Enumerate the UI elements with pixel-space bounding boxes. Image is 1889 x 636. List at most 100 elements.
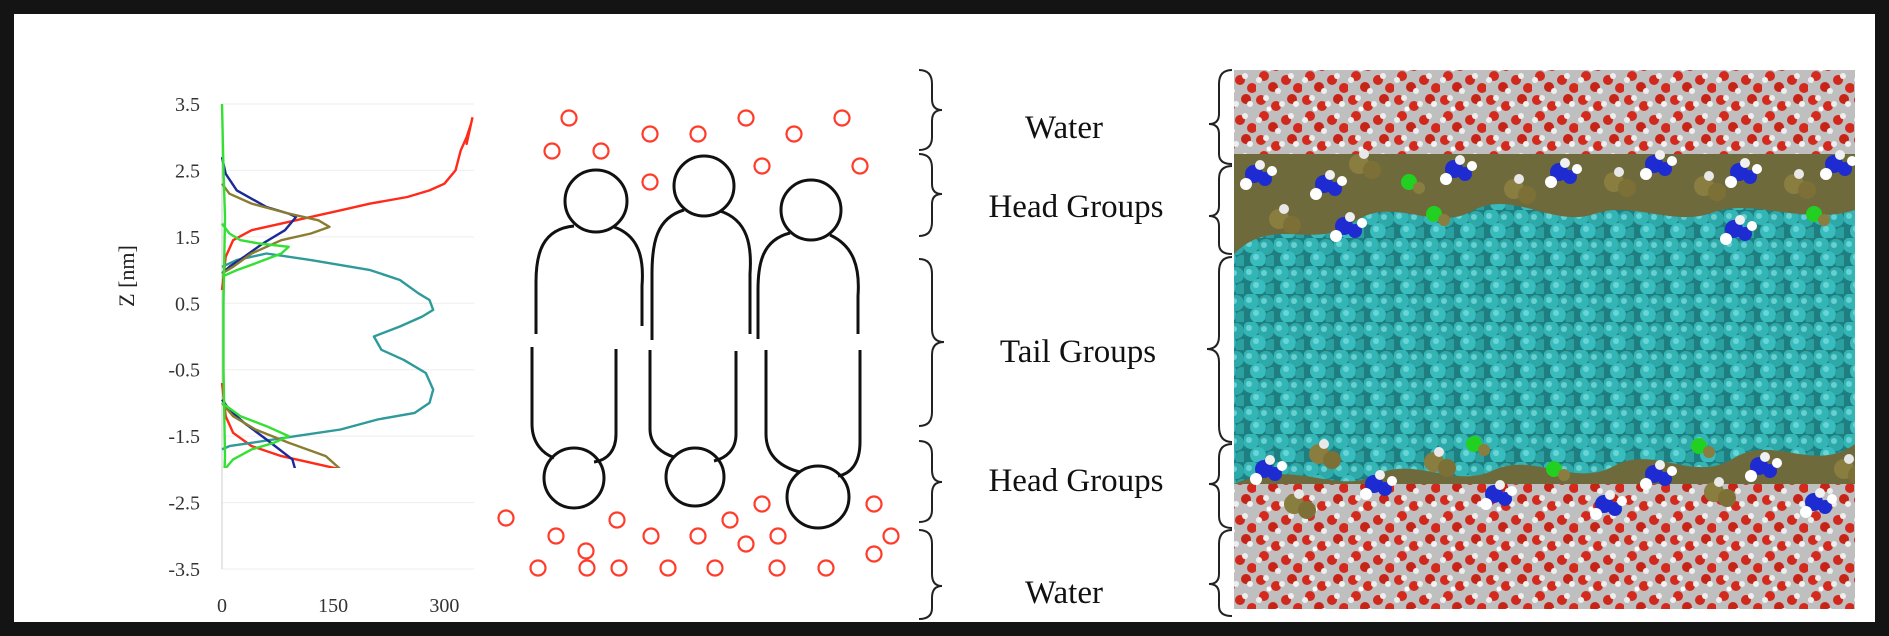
y-tick-label: 1.5 (175, 227, 200, 249)
md-atom-cluster (1360, 470, 1397, 500)
brace-tail (918, 258, 945, 427)
md-atom-cluster (1440, 155, 1477, 185)
label-water-top: Water (1025, 110, 1103, 146)
y-tick-label: -3.5 (168, 559, 200, 581)
water-circle (642, 527, 660, 545)
md-atom-cluster (1784, 169, 1816, 199)
md-atom-cluster (1424, 447, 1456, 477)
md-atom-cluster (1284, 489, 1316, 519)
md-atom-cluster (1349, 149, 1381, 179)
lipid-outlines (530, 154, 862, 530)
density-series-line (221, 182, 341, 468)
brace-md-head-bottom (1208, 443, 1233, 529)
brace-water-bottom (918, 529, 943, 620)
lipid-bottom-2 (648, 350, 738, 508)
region-braces (918, 69, 1233, 620)
lipid-bottom-3 (764, 350, 862, 530)
water-circle (543, 142, 561, 160)
water-circle (689, 527, 707, 545)
md-atom-cluster (1820, 150, 1855, 180)
water-circle (547, 527, 565, 545)
lipid-bottom-1 (530, 347, 618, 510)
brace-md-water-bottom (1208, 529, 1233, 617)
water-circle (659, 559, 677, 577)
md-atom-cluster (1426, 206, 1450, 226)
water-circle (753, 157, 771, 175)
chart-series-group (220, 103, 474, 468)
water-circle (592, 142, 610, 160)
md-atom-cluster (1590, 490, 1627, 520)
water-circle (737, 109, 755, 127)
water-circle (578, 559, 596, 577)
density-series-line (220, 117, 474, 468)
y-tick-label: 0.5 (175, 293, 200, 315)
md-tail-region (1234, 204, 1855, 484)
water-circle (689, 125, 707, 143)
water-circle (737, 535, 755, 553)
water-circle (769, 527, 787, 545)
md-atom-cluster (1745, 452, 1782, 482)
md-atom-cluster (1466, 436, 1490, 456)
md-atom-cluster (1401, 174, 1425, 194)
md-atom-cluster (1330, 212, 1367, 242)
x-tick-label: 150 (318, 595, 348, 617)
water-circle (865, 545, 883, 563)
md-head-group-atoms (1240, 149, 1855, 520)
md-atom-cluster (1720, 215, 1757, 245)
water-circle (785, 125, 803, 143)
brace-head-bottom (918, 440, 943, 523)
label-water-bottom: Water (1025, 575, 1103, 611)
md-atom-cluster (1545, 158, 1582, 188)
md-atom-cluster (1310, 170, 1347, 200)
water-circle (529, 559, 547, 577)
y-axis-label: Z [nm] (114, 245, 139, 307)
md-atom-cluster (1725, 158, 1762, 188)
label-head-groups-top: Head Groups (988, 189, 1163, 225)
brace-md-tail (1206, 256, 1233, 443)
label-head-groups-bottom: Head Groups (988, 463, 1163, 499)
chart-gridlines (221, 103, 474, 570)
water-circle (577, 542, 595, 560)
lipid-top-2 (650, 154, 752, 340)
density-series-line (220, 103, 227, 468)
brace-md-head-top (1208, 165, 1233, 255)
lipid-top-3 (756, 178, 860, 339)
water-molecule-circles (497, 109, 900, 577)
y-tick-label: 3.5 (175, 94, 200, 116)
y-tick-label: -0.5 (168, 360, 200, 382)
md-atom-cluster (1640, 150, 1677, 180)
y-tick-label: -1.5 (168, 426, 200, 448)
water-circle (753, 495, 771, 513)
water-circle (721, 511, 739, 529)
md-atom-cluster (1250, 455, 1287, 485)
md-atom-cluster (1546, 461, 1570, 481)
md-atom-cluster (1704, 477, 1736, 507)
md-atom-cluster (1640, 460, 1677, 490)
density-series-line (220, 156, 298, 468)
md-atom-cluster (1806, 206, 1830, 226)
md-simulation-snapshot (1234, 70, 1855, 609)
water-circle (706, 559, 724, 577)
md-atom-cluster (1480, 480, 1517, 510)
md-atom-cluster (1694, 171, 1726, 201)
md-atom-cluster (1309, 439, 1341, 469)
water-circle (833, 109, 851, 127)
brace-md-water-top (1208, 69, 1233, 165)
md-atom-cluster (1834, 454, 1855, 484)
water-circle (641, 173, 659, 191)
region-labels: Water Head Groups Tail Groups Head Group… (988, 110, 1163, 611)
water-circle (641, 125, 659, 143)
water-circle (865, 495, 883, 513)
water-circle (608, 511, 626, 529)
y-tick-labels: 3.52.51.50.5-0.5-1.5-2.5-3.5 (168, 94, 200, 581)
water-circle (851, 157, 869, 175)
md-atom-cluster (1269, 204, 1301, 234)
md-atom-cluster (1604, 167, 1636, 197)
x-tick-label: 300 (429, 595, 459, 617)
water-circle (768, 559, 786, 577)
label-tail-groups: Tail Groups (1000, 334, 1156, 370)
brace-head-top (918, 153, 943, 237)
md-atom-cluster (1504, 174, 1536, 204)
